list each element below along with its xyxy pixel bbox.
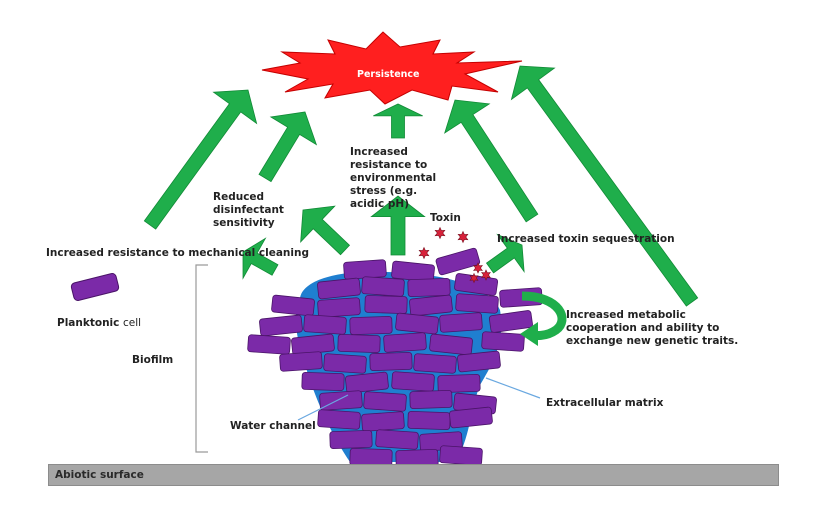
planktonic-cell-shape [70,273,120,301]
planktonic-cell-word: cell [123,317,142,329]
biofilm-cell [407,277,451,298]
persistence-label: Persistence [357,69,420,80]
biofilm-cell [271,294,315,317]
toxin-stars [418,226,491,284]
biofilm-cell [375,429,419,450]
toxin-star [473,262,483,274]
biofilm-cell [437,373,481,394]
planktonic-word: Planktonic [57,317,120,329]
biofilm-bracket [195,264,208,453]
toxin-star [434,226,446,240]
biofilm-cell [409,389,453,410]
toxin-star [469,272,479,284]
biofilm-cell [361,276,405,297]
arrow-disinfectant-to-persistence [258,111,318,183]
extracellular-matrix-label: Extracellular matrix [546,397,664,409]
biofilm-cell [363,391,407,412]
biofilm-cell [439,312,483,333]
arrow-biofilm-to-disinfectant [300,205,351,256]
biofilm-cell [481,331,525,352]
biofilm-cell [337,333,381,354]
biofilm-cell [439,445,483,466]
biofilm-label: Biofilm [132,354,174,366]
arrow-biofilm-to-sequestration [485,233,525,274]
biofilm-cell [279,351,323,372]
water-channel-label: Water channel [230,420,316,432]
biofilm-cell [259,314,303,337]
environmental-stress-label: Increased resistance to environmental st… [350,146,437,210]
biofilm-cell [301,371,345,392]
arrow-biofilm-to-mechanical [242,237,279,280]
arrow-cooperation-to-persistence [510,65,699,307]
biofilm-cell [303,314,347,335]
planktonic-label: Planktonic cell [57,317,141,330]
toxin-star [418,246,430,260]
arrow-sequestration-to-persistence [444,99,539,223]
biofilm-cell [395,312,439,335]
biofilm-cell [383,332,427,353]
cooperation-label: Increased metabolic cooperation and abil… [566,309,739,347]
abiotic-surface: Abiotic surface [48,464,779,486]
biofilm-cell [247,334,291,355]
biofilm-cell [409,294,453,317]
biofilm-cell [413,353,457,374]
arrow-mechanical-to-persistence [143,89,258,230]
biofilm-cell [364,294,408,315]
biofilm-cell [361,411,405,432]
water-channel-pointer [297,394,349,421]
persistence-burst [261,31,523,105]
arrow-environmental-to-persistence [373,103,423,139]
biofilm-cell [429,333,473,356]
biofilm-cell [317,409,361,430]
biofilm-cell [455,293,499,314]
biofilm-cell [317,277,361,300]
biofilm-cell [323,353,367,374]
abiotic-surface-label: Abiotic surface [55,469,144,481]
biofilm-cell [391,371,435,392]
toxin-sequestration-label: Increased toxin sequestration [497,233,675,245]
biofilm-cell [349,315,393,336]
toxin-star [481,269,491,281]
biofilm-cell [329,429,373,450]
cooperation-arrowhead [520,322,538,346]
disinfectant-label: Reduced disinfectant sensitivity [213,191,284,229]
arrow-biofilm-to-environmental [370,195,426,256]
mechanical-cleaning-label: Increased resistance to mechanical clean… [46,247,309,259]
biofilm-cell [457,350,501,373]
biofilm-cell [407,410,451,431]
biofilm-cell [319,390,363,411]
arrows-group [143,65,699,307]
biofilm-cell [488,310,533,333]
biofilm-cell [435,247,481,276]
biofilm-cell [369,351,413,372]
toxin-star [457,230,469,244]
biofilm-cell [317,297,361,318]
toxin-label: Toxin [430,212,461,224]
biofilm-cell [449,406,493,429]
biofilm-cell [345,371,389,394]
biofilm-cells [247,247,543,469]
matrix-pointer [485,377,541,399]
